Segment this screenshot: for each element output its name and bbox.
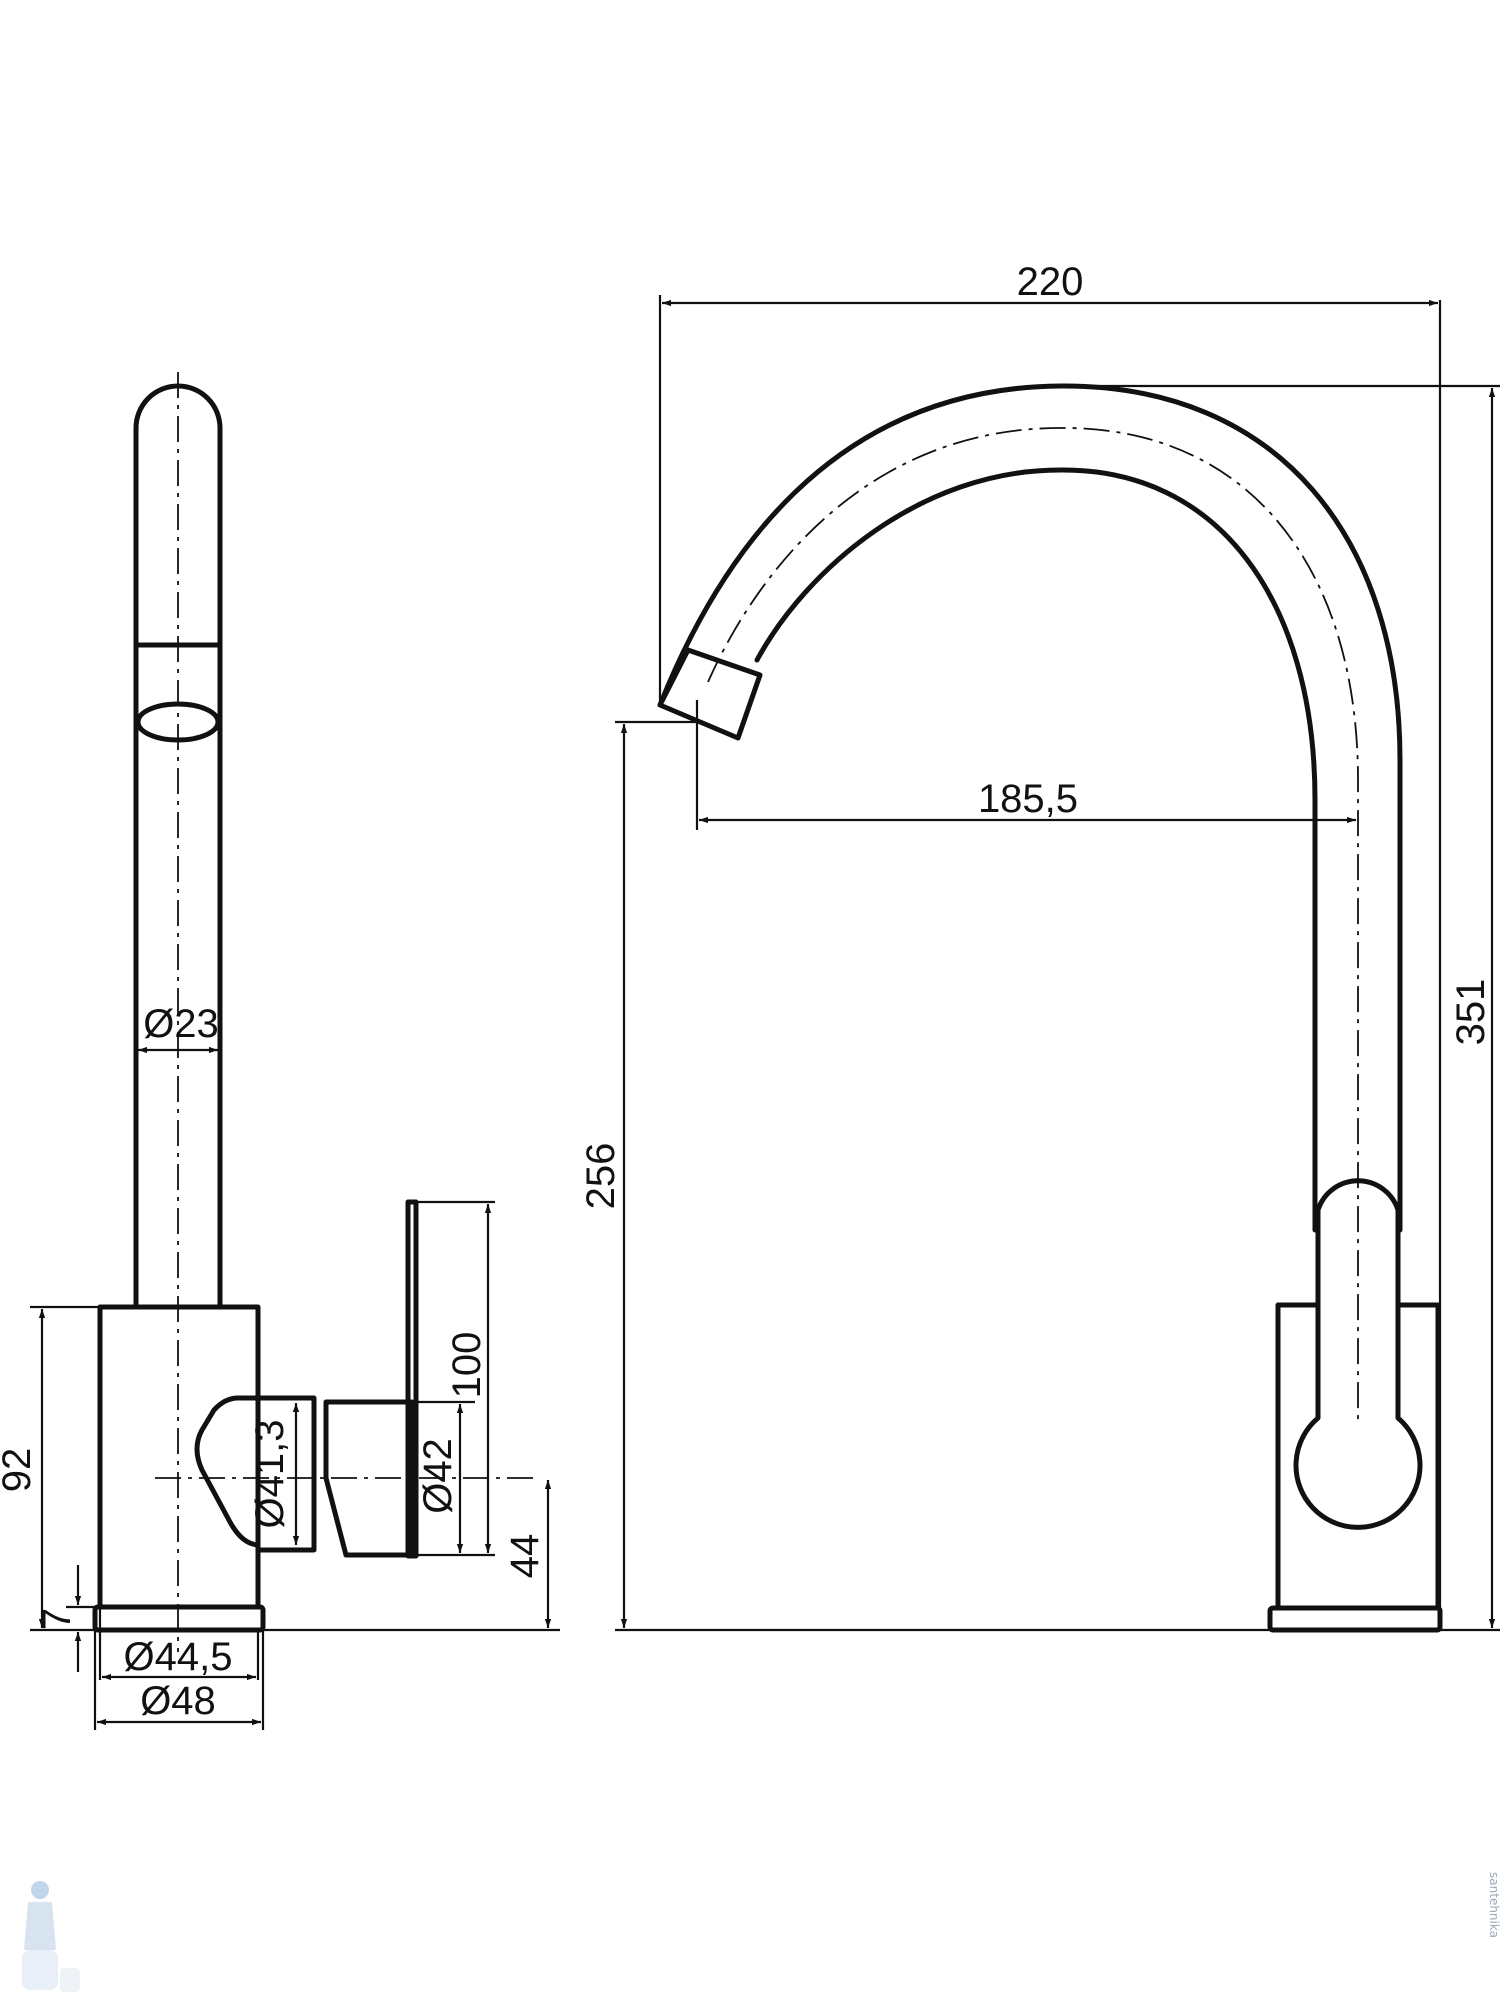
faucet-body <box>97 1304 261 1610</box>
dim-lever-plate-height: 100 <box>445 1332 489 1399</box>
dim-stem-diameter: Ø23 <box>143 1002 219 1046</box>
front-base-plate <box>1267 1605 1443 1633</box>
base-ring <box>92 1604 266 1633</box>
watermark-text: santehnika <box>1487 1872 1500 1938</box>
front-aerator <box>657 647 763 741</box>
front-lever <box>1293 1178 1423 1530</box>
dim-body-diameter: Ø44,5 <box>124 1635 233 1679</box>
dim-hub-diameter: Ø41,3 <box>248 1420 292 1529</box>
dim-spout-outlet-height: 256 <box>579 1143 623 1210</box>
dim-total-height: 351 <box>1449 979 1493 1046</box>
dim-spout-reach-total: 220 <box>1017 260 1084 304</box>
hub-cutout <box>194 1395 261 1548</box>
spout-stem <box>133 383 223 1308</box>
front-view: 220 351 185,5 256 <box>579 260 1500 1633</box>
lever-hub <box>255 1395 317 1553</box>
dim-body-height: 92 <box>0 1448 39 1493</box>
lever-handle <box>323 1399 415 1558</box>
dim-lever-axis-height: 44 <box>503 1534 547 1579</box>
dim-base-ring-height: 7 <box>35 1608 79 1630</box>
lever-plate <box>405 1199 419 1559</box>
aerator-ellipse <box>135 701 221 743</box>
dim-base-diameter: Ø48 <box>140 1679 216 1723</box>
spout-inner-curve <box>754 467 1318 1233</box>
dim-lever-diameter: Ø42 <box>416 1438 460 1514</box>
dim-spout-reach-center: 185,5 <box>978 777 1078 821</box>
spout-centerline <box>707 427 1359 1420</box>
plumber-logo <box>22 1881 80 1992</box>
side-view: Ø23 92 7 Ø44,5 Ø48 Ø41,3 Ø42 100 <box>0 372 560 1730</box>
